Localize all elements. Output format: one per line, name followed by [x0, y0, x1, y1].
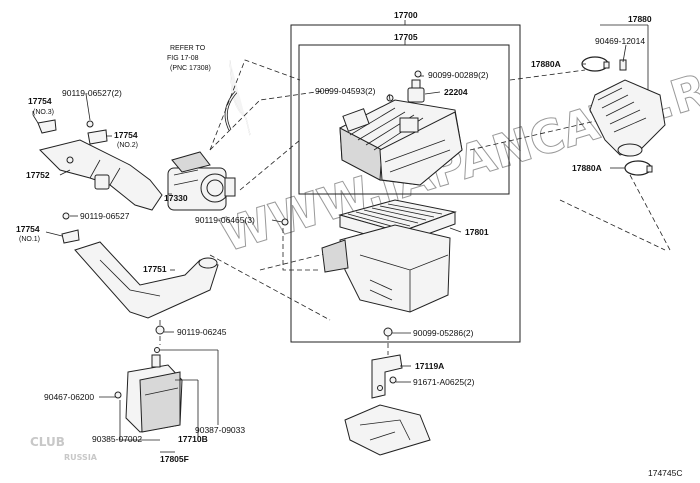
part-label-90099-04593[interactable]: 90099-04593(2) [315, 86, 376, 96]
part-label-17880[interactable]: 17880 [628, 14, 652, 24]
bolt-icon [155, 325, 165, 335]
bracket-17754-no2[interactable] [87, 129, 108, 145]
part-label-17880a-bottom[interactable]: 17880A [572, 163, 602, 173]
part-label-90119-06527[interactable]: 90119-06527 [80, 211, 130, 221]
screw-icon [414, 70, 422, 78]
air-cleaner-cap[interactable] [339, 99, 463, 186]
clip-icon [154, 347, 160, 353]
svg-text:(PNC 17308): (PNC 17308) [170, 65, 211, 72]
bracket-17754-no3[interactable] [37, 119, 57, 134]
part-label-22204[interactable]: 22204 [444, 87, 468, 97]
part-label-17801[interactable]: 17801 [465, 227, 489, 237]
intake-hose-17751[interactable] [74, 241, 219, 319]
part-label-90469-12014[interactable]: 90469-12014 [595, 36, 645, 46]
outer-hose-17880[interactable] [589, 79, 666, 157]
part-label-90099-00289[interactable]: 90099-00289(2) [428, 70, 489, 80]
svg-text:FIG 17-08: FIG 17-08 [167, 55, 199, 62]
bracket[interactable] [371, 354, 403, 399]
breather-hose [224, 59, 251, 136]
bracket-17754-no1[interactable] [61, 229, 80, 244]
part-label-90099-05286[interactable]: 90099-05286(2) [413, 328, 474, 338]
assembly-box-17705 [298, 44, 510, 195]
assembly-box-17700 [290, 24, 521, 343]
leader-lines [32, 24, 649, 453]
throttle-body[interactable] [167, 151, 236, 211]
part-label-17754-no3[interactable]: 17754 [28, 96, 52, 106]
hose-clamp-bottom[interactable] [624, 160, 653, 176]
bolt-icon [383, 327, 393, 337]
part-label-17119a[interactable]: 17119A [415, 361, 444, 371]
guide-lines [159, 59, 671, 355]
svg-text:REFER TO: REFER TO [170, 45, 206, 52]
body-panel [344, 404, 431, 456]
part-label-17805f[interactable]: 17805F [160, 454, 189, 464]
part-label-17751[interactable]: 17751 [143, 264, 167, 274]
air-cleaner-case[interactable] [321, 224, 451, 313]
part-label-17700[interactable]: 17700 [394, 10, 418, 20]
part-label-90119-06527-2[interactable]: 90119-06527(2) [62, 88, 122, 98]
figure-id: 174745C [648, 468, 683, 478]
part-label-17880a-top[interactable]: 17880A [531, 59, 561, 69]
clip-icon [114, 391, 122, 399]
airflow-sensor[interactable] [407, 79, 425, 103]
bolt-icon [281, 218, 289, 226]
part-label-17752[interactable]: 17752 [26, 170, 50, 180]
bolt-icon [86, 120, 94, 128]
part-label-17330[interactable]: 17330 [164, 193, 188, 203]
part-label-90119-06465[interactable]: 90119-06465(3) [195, 215, 255, 225]
hose-clamp-top[interactable] [581, 56, 610, 72]
svg-text:RUSSIA: RUSSIA [64, 453, 98, 462]
bolt-icon [62, 212, 70, 220]
part-label-17754-no2[interactable]: 17754 [114, 130, 138, 140]
part-label-no3: (NO.3) [33, 109, 54, 116]
intake-pipe-17752[interactable] [39, 139, 163, 211]
svg-text:CLUB: CLUB [30, 435, 65, 449]
reference-note[interactable]: REFER TO FIG 17-08 (PNC 17308) [167, 45, 211, 72]
part-label-90385-07002[interactable]: 90385-07002 [92, 434, 142, 444]
part-label-17710b[interactable]: 17710B [178, 434, 208, 444]
part-label-no2: (NO.2) [117, 142, 138, 149]
resonator-17805f[interactable] [125, 354, 183, 433]
part-label-90119-06245[interactable]: 90119-06245 [177, 327, 227, 337]
part-label-17754-no1[interactable]: 17754 [16, 224, 40, 234]
part-label-90387-09033[interactable]: 90387-09033 [195, 425, 245, 435]
club-logo: CLUB RUSSIA [30, 435, 98, 462]
part-label-91671-a0625[interactable]: 91671-A0625(2) [413, 377, 475, 387]
part-label-no1: (NO.1) [19, 236, 40, 243]
part-label-17705[interactable]: 17705 [394, 32, 418, 42]
part-label-90467-06200[interactable]: 90467-06200 [44, 392, 94, 402]
